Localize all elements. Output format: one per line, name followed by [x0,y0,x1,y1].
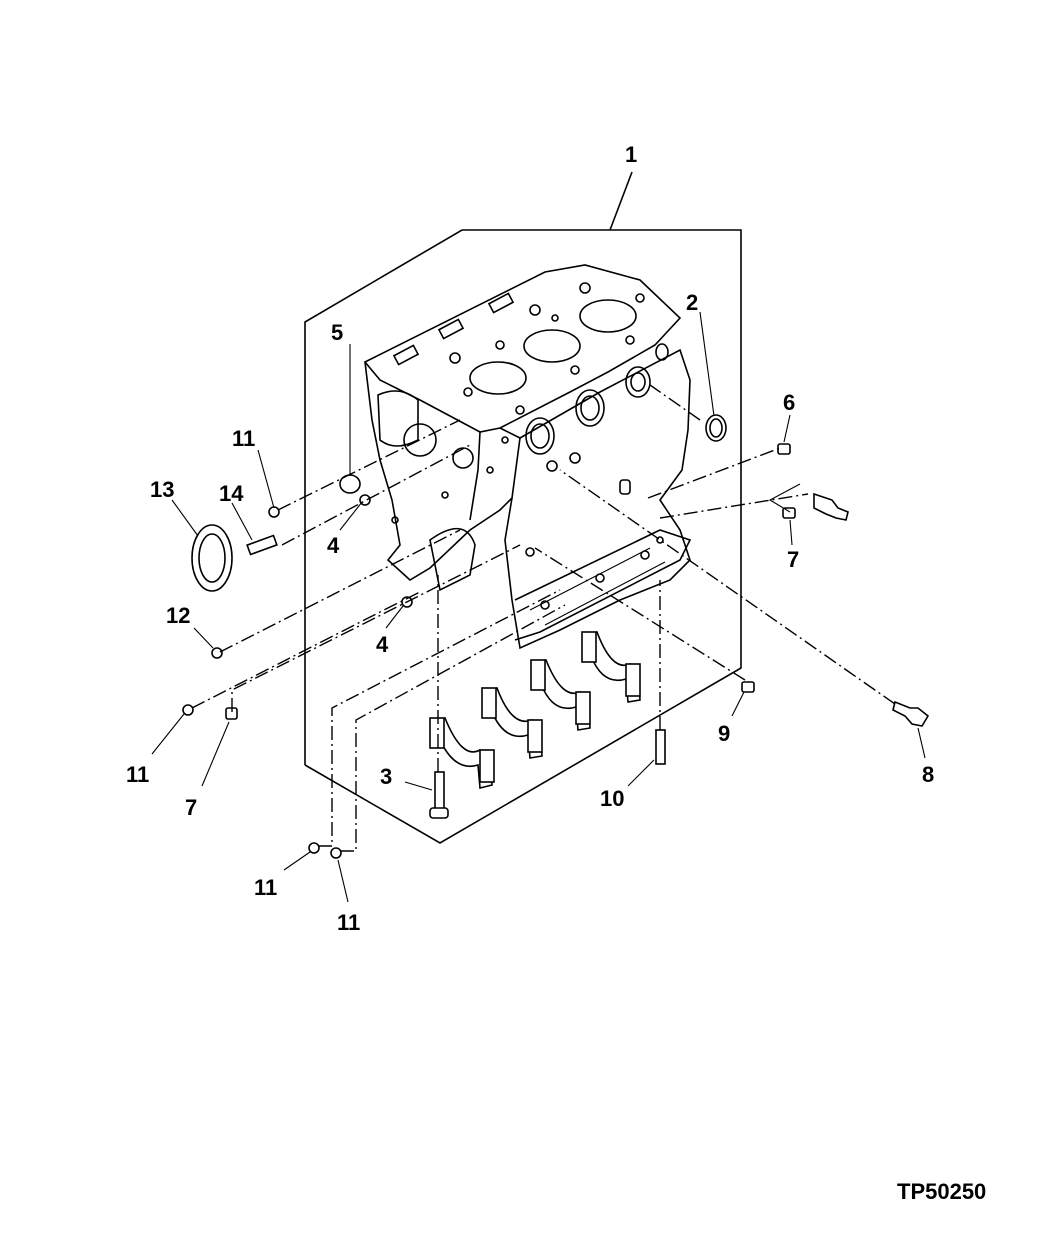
callout-4-lower: 4 [376,632,389,657]
callout-7-right: 7 [787,547,799,572]
small-parts [182,414,930,859]
callout-11-top: 11 [232,426,255,451]
callout-14: 14 [219,481,244,506]
callout-3: 3 [380,764,392,789]
drawing-code: TP50250 [897,1179,986,1204]
assembly-frame [304,171,742,844]
callout-7-left: 7 [185,795,197,820]
main-bearing-caps [429,631,641,790]
callout-11-bottom-left: 11 [254,875,277,900]
callout-11-bottom-right: 11 [337,910,360,935]
callout-1: 1 [625,142,637,167]
callout-11-left: 11 [126,762,149,787]
cylinder-block [363,264,692,650]
callout-10: 10 [600,786,624,811]
leader-lines [151,311,926,903]
callout-4-upper: 4 [327,533,340,558]
callout-6: 6 [783,390,795,415]
guide-lines [191,384,896,852]
callout-8: 8 [922,762,934,787]
callout-13: 13 [150,477,174,502]
callout-5: 5 [331,320,343,345]
callout-12: 12 [166,603,190,628]
callout-labels: 1 2 3 4 4 5 6 7 7 8 9 10 11 11 11 11 12 … [126,142,934,935]
callout-2: 2 [686,290,698,315]
callout-9: 9 [718,721,730,746]
